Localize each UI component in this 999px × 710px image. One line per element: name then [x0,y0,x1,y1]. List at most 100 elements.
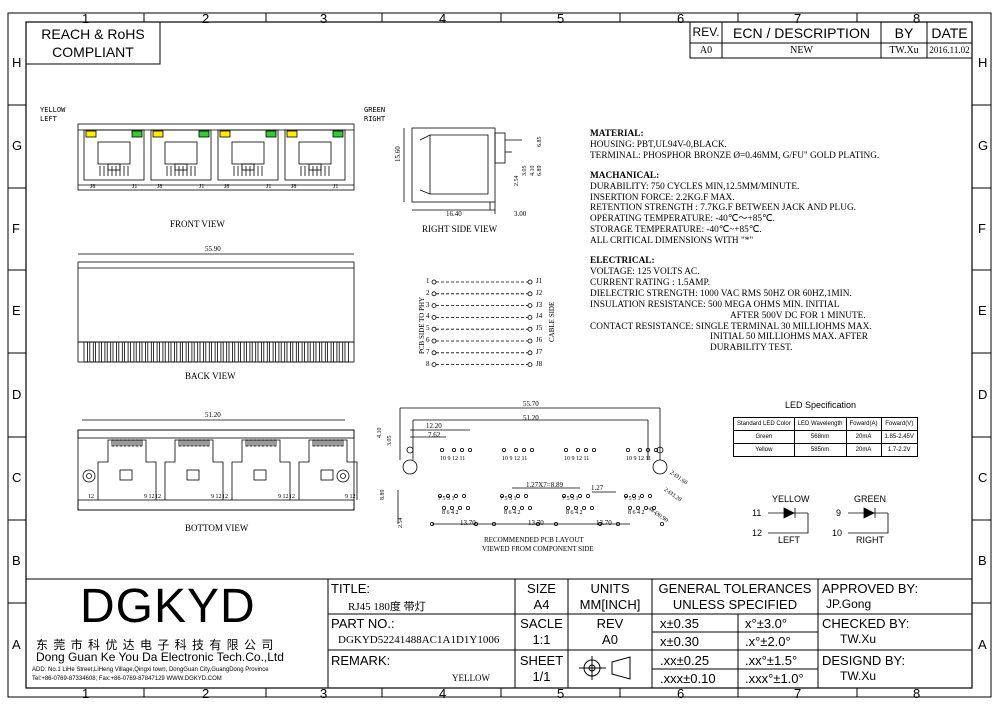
pcb-hole [441,505,446,510]
dim-pcb-overall: 55.70 [523,400,539,408]
svg-text:12: 12 [289,494,295,500]
svg-text:7 5 3 1: 7 5 3 1 [438,496,455,502]
rev-value-tb: A0 [602,632,618,647]
front-view-caption: FRONT VIEW [170,219,225,229]
company-contact: Tel:+86-0769-87334608; Fax:+86-0769-8784… [32,676,222,682]
led-cell: Green [733,430,795,444]
schematic-jack-label: J2 [536,288,543,297]
pcb-layout-drawing: 10 9 12 117 5 3 18 6 4 210 9 12 117 5 3 … [397,407,668,527]
bottom-port: 12 9 12 [289,439,358,500]
schematic-pin-number: 8 [426,359,430,368]
schematic-pin [527,350,533,356]
back-pin [141,341,146,363]
pcb-hole [516,493,521,498]
right-side-view-caption: RIGHT SIDE VIEW [422,224,498,234]
row-marker: H [978,55,988,70]
right-text: RIGHT [364,115,386,123]
column-marker: 5 [557,11,565,26]
svg-text:12: 12 [88,494,94,500]
pcb-hole [530,447,535,452]
svg-text:10 9 12 11: 10 9 12 11 [564,456,589,462]
back-pin [118,341,123,363]
mechanical-line: STORAGE TEMPERATURE: -40℃~+85℃. [590,225,762,236]
pcb-hole [503,505,508,510]
pcb-hole [499,493,504,498]
dim-side-depth: 16.40 [446,210,462,218]
mechanical-line: ALL CRITICAL DIMENSIONS WITH "*" [590,236,754,247]
led-cell: 585nm [793,443,847,457]
back-pin [106,341,112,363]
pcb-hole [457,505,462,510]
back-view-drawing [77,253,355,363]
back-pin [245,341,251,363]
port-label-left: J8 [224,184,229,190]
dim-side-e: 2.54 [514,175,520,187]
schematic-pin [431,362,437,368]
rev-label: REV [596,616,624,631]
electrical-line-indent: AFTER 500V DC FOR 1 MINUTE. [730,310,866,321]
mechanical-line: DURABILITY: 750 CYCLES MIN,12.5MM/MINUTE… [590,181,800,192]
back-pin [89,341,94,363]
yellow-led [152,130,164,138]
svg-text:9 12: 9 12 [345,494,356,500]
column-marker: 6 [677,686,685,701]
dim-pcb-410: 4.10 [377,427,383,439]
schematic-jack-label: J6 [536,336,543,344]
pcb-hole [598,522,603,527]
pcb-hole [628,505,633,510]
rev-value: A0 [699,45,713,56]
led-cell: 1.85-2.45V [880,430,918,444]
back-pin [251,341,257,363]
schematic-pin [431,303,437,309]
dim-side-height: 15.60 [394,146,402,162]
pcb-hole [439,447,444,452]
schematic-pin-number: 4 [426,312,430,321]
svg-text:10 9 12 11: 10 9 12 11 [502,456,527,462]
pcb-hole [592,447,597,452]
back-pin [83,341,88,363]
back-pin [344,341,349,363]
green-led [131,130,143,138]
electrical-title: ELECTRICAL: [590,256,655,267]
tolerance-linear: x±0.30 [660,634,699,649]
back-pin [211,341,216,363]
bottom-view-caption: BOTTOM VIEW [185,523,249,533]
units-value: MM[INCH] [579,597,641,612]
pcb-hole [507,493,512,498]
back-pin [153,341,158,363]
schematic-pin [527,338,533,344]
back-pin [280,341,286,363]
back-pin [199,341,204,363]
pcb-hole [536,522,541,527]
port-label-right: J1 [132,184,137,190]
row-marker: G [978,138,989,153]
led-yellow-pin-b: 12 [752,528,763,538]
svg-text:10 9 12 11: 10 9 12 11 [440,456,465,462]
port-label-left: J8 [291,184,296,190]
pin-schematic [431,279,533,368]
schematic-pin [527,362,533,368]
tolerance-angular: .xxx°±1.0° [745,671,804,686]
remark-value: YELLOW [452,673,490,683]
schematic-jack-label: J4 [536,312,543,321]
pcb-hole [512,505,517,510]
material-title: MATERIAL: [590,129,644,139]
pcb-caption-2: VIEWED FROM COMPONENT SIDE [482,545,594,553]
led-cell: Yellow [733,443,795,457]
pcb-hole [570,493,575,498]
pcb-hole [590,505,595,510]
yellow-led [85,130,97,138]
rev-header: REV. [692,25,720,39]
back-pin [182,341,187,363]
pcb-hole [449,505,454,510]
electrical-line: VOLTAGE: 125 VOLTS AC. [590,266,700,277]
schematic-pin [431,314,437,320]
contact-line-indent: DURABILITY TEST. [710,343,793,354]
back-view-caption: BACK VIEW [185,371,236,381]
